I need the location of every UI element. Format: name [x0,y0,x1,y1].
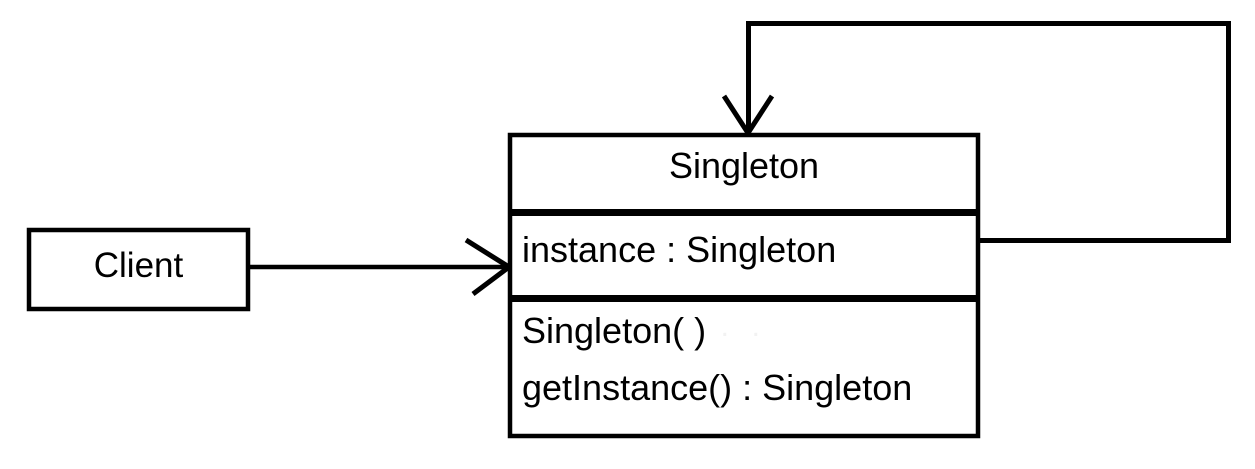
singleton-method-get-instance: getInstance() : Singleton [522,367,913,408]
singleton-self-reference-line[interactable] [746,21,1231,243]
client-singleton-arrowhead-icon [464,237,511,296]
singleton-method-constructor: Singleton( ) [522,310,707,351]
singleton-class-box[interactable] [507,132,981,439]
singleton-class-name: Singleton [668,145,820,186]
client-class-name: Client [93,246,184,285]
singleton-attribute-instance: instance : Singleton [522,229,837,270]
erased-text-artifact: . . [700,310,763,343]
client-class-box[interactable] [26,227,251,312]
singleton-self-reference-arrowhead-icon [721,94,775,135]
